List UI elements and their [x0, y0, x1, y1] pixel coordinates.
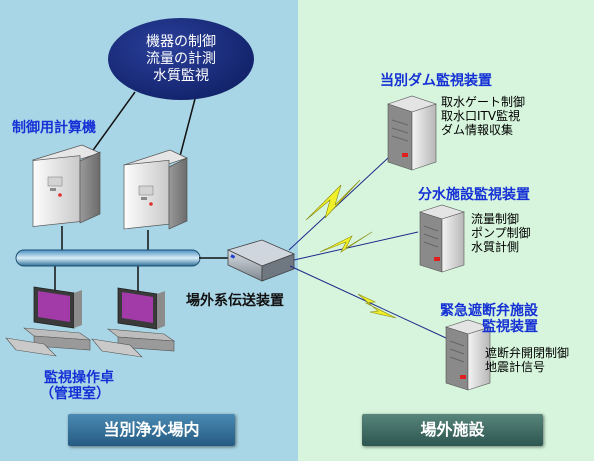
- facility-item: 取水ゲート制御: [441, 95, 526, 109]
- cloud-line: 水質監視: [153, 67, 209, 84]
- wireless-bolt-3: [357, 293, 397, 319]
- facility-item: 遮断弁開閉制御: [485, 346, 570, 360]
- cloud-link-right: [178, 94, 197, 161]
- facility-item: ポンプ制御: [471, 226, 531, 240]
- console-workstation-2: [91, 287, 176, 358]
- wireless-bolt-1: [305, 179, 361, 221]
- dam-facility-items: 取水ゲート制御 取水口ITV監視 ダム情報収集: [441, 95, 525, 137]
- functions-cloud: 機器の制御 流量の計測 水質監視: [108, 18, 254, 100]
- valve-facility-items: 遮断弁開閉制御 地震計信号: [485, 346, 569, 374]
- branch-facility-items: 流量制御 ポンプ制御 水質計側: [471, 212, 531, 254]
- external-facilities-panel: 場外施設: [362, 414, 543, 446]
- dam-facility-title: 当別ダム監視装置: [380, 73, 492, 89]
- link-line-dam: [288, 157, 389, 251]
- branch-monitoring-server: [419, 204, 465, 273]
- dam-monitoring-server: [387, 95, 437, 171]
- computer-label: 制御用計算機: [12, 120, 96, 136]
- link-line-branch: [293, 231, 419, 261]
- network-cable: [15, 249, 201, 267]
- valve-monitoring-server: [445, 319, 491, 391]
- valve-facility-title: 緊急遮断弁施設 監視装置: [440, 303, 538, 335]
- cloud-line: 流量の計測: [146, 50, 216, 67]
- transmitter-label: 場外系伝送装置: [186, 293, 284, 309]
- branch-facility-title: 分水施設監視装置: [418, 187, 530, 203]
- control-computer-1: [31, 144, 101, 227]
- facility-item: 流量制御: [471, 212, 520, 226]
- facility-item: 地震計信号: [485, 360, 546, 374]
- wireless-bolt-2: [319, 231, 373, 253]
- control-computer-2: [123, 149, 188, 230]
- console-workstation-1: [5, 286, 92, 357]
- plant-inside-panel: 当別浄水場内: [68, 414, 235, 446]
- valve-facility-title-line: 監視装置: [482, 319, 538, 335]
- console-label-line: （管理室）: [40, 386, 110, 402]
- console-label: 監視操作卓 （管理室）: [40, 370, 114, 402]
- console-label-line: 監視操作卓: [44, 370, 114, 386]
- facility-item: 取水口ITV監視: [441, 109, 521, 123]
- facility-item: ダム情報収集: [441, 123, 514, 137]
- transmitter-device: [226, 239, 296, 282]
- cloud-link-left: [85, 91, 136, 161]
- facility-item: 水質計側: [471, 240, 520, 254]
- valve-facility-title-line: 緊急遮断弁施設: [440, 303, 538, 319]
- cloud-line: 機器の制御: [146, 33, 216, 50]
